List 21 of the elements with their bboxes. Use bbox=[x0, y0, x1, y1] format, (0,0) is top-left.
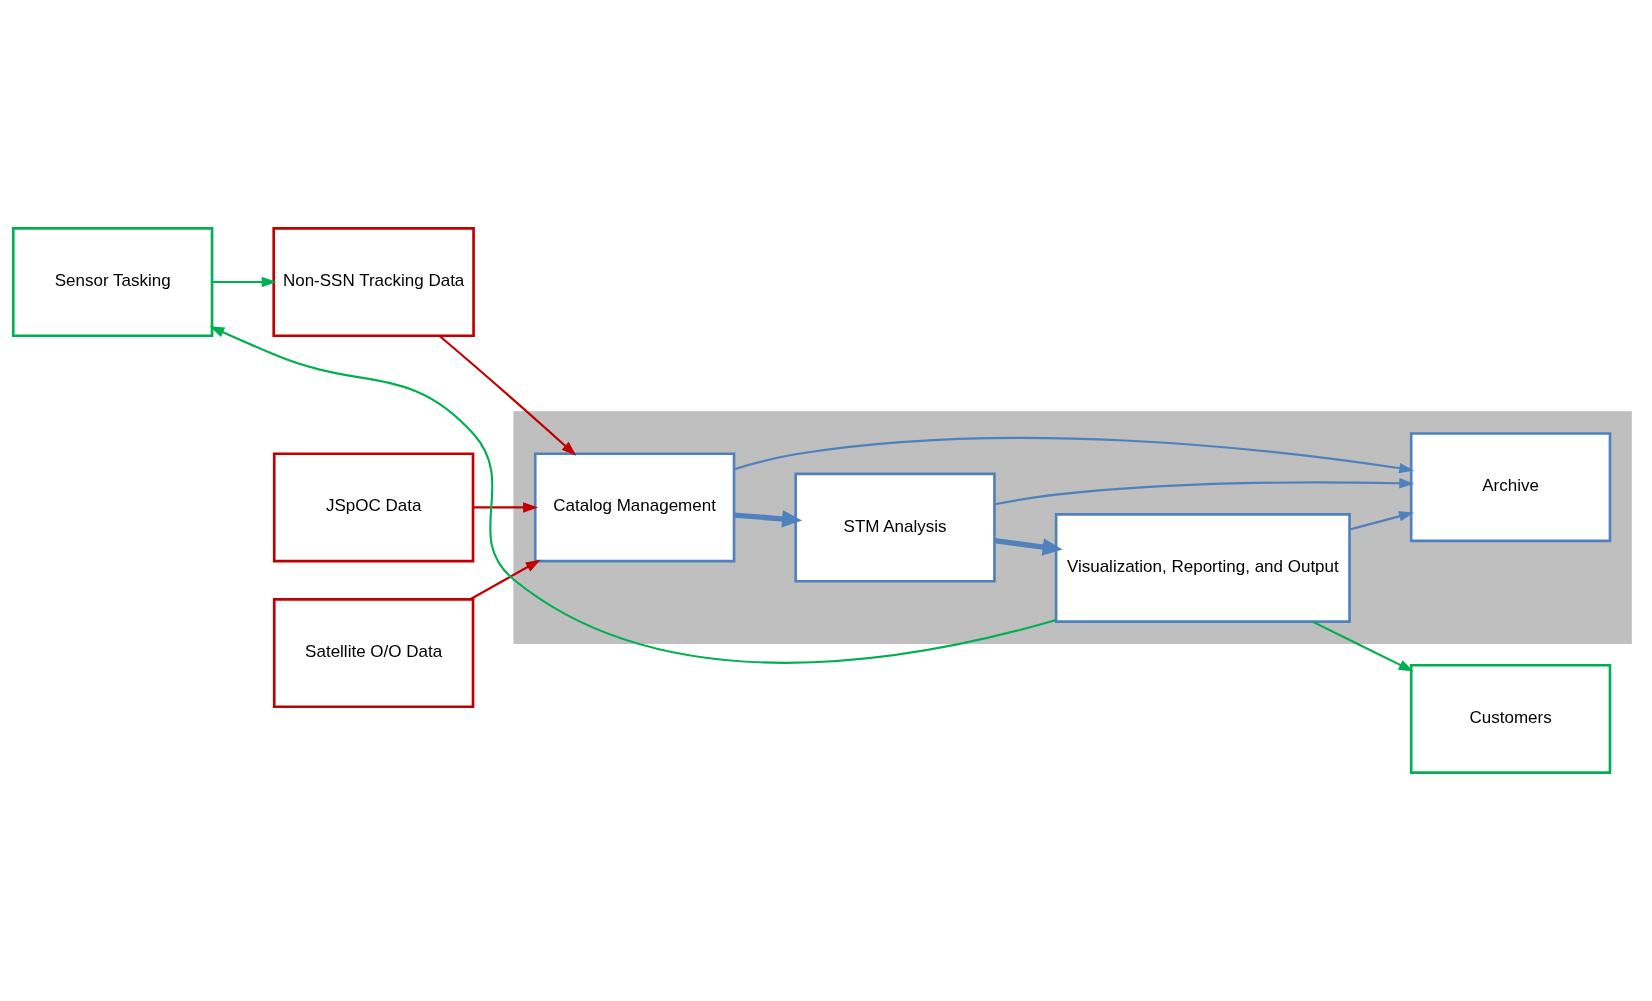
cluster bbox=[512, 411, 1632, 644]
arrow bbox=[733, 510, 802, 528]
node-box: Visualization, Reporting, and Output bbox=[1054, 513, 1351, 624]
arrow bbox=[438, 334, 576, 456]
node-box: STM Analysis bbox=[793, 472, 996, 583]
node-box: Non-SSN Tracking Data bbox=[271, 227, 475, 338]
arrow bbox=[208, 326, 1056, 664]
node-box: Satellite O/O Data bbox=[272, 598, 474, 709]
arrow bbox=[733, 436, 1414, 474]
arrow bbox=[469, 559, 541, 601]
node-box: JSpOC Data bbox=[272, 452, 474, 563]
arrow bbox=[1311, 620, 1414, 672]
arrow bbox=[211, 276, 277, 288]
arrow bbox=[993, 537, 1063, 556]
arrow bbox=[1348, 511, 1414, 531]
arrow bbox=[472, 502, 538, 513]
node-box: Customers bbox=[1409, 663, 1611, 774]
node-box: Archive bbox=[1409, 432, 1611, 543]
node-box: Sensor Tasking bbox=[11, 227, 213, 338]
arrow bbox=[993, 478, 1414, 506]
node-box: Catalog Management bbox=[533, 452, 735, 563]
